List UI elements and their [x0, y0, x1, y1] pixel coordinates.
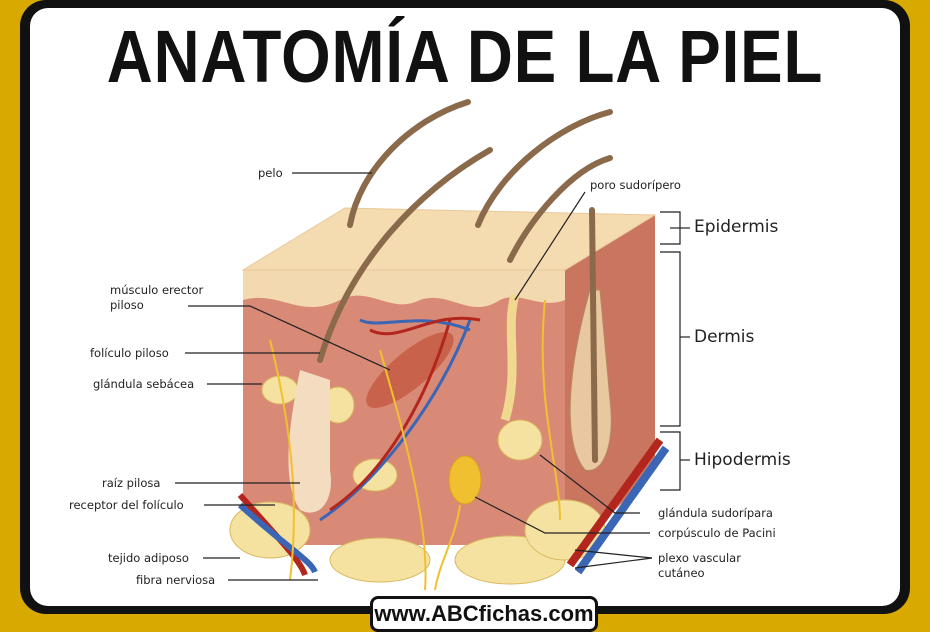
layer-hipodermis: Hipodermis	[694, 450, 791, 470]
label-poro: poro sudorípero	[590, 178, 681, 192]
website-link[interactable]: www.ABCfichas.com	[370, 596, 598, 632]
label-fibra: fibra nerviosa	[136, 573, 216, 587]
sweat-duct	[500, 293, 520, 422]
label-musculo-erector-1: músculo erector	[110, 283, 204, 297]
pacini-corpuscle	[448, 455, 482, 505]
label-pacini: corpúsculo de Pacini	[658, 526, 776, 540]
label-adiposo: tejido adiposo	[108, 551, 189, 565]
label-pelo: pelo	[258, 166, 283, 180]
label-foliculo: folículo piloso	[90, 346, 169, 360]
layer-epidermis: Epidermis	[694, 217, 779, 237]
layer-dermis: Dermis	[694, 327, 755, 347]
nerve-fibers	[269, 299, 561, 591]
hair-follicle	[288, 370, 331, 513]
leader-lines	[175, 172, 690, 581]
label-receptor: receptor del folículo	[69, 498, 184, 512]
label-musculo-erector-2: piloso	[110, 298, 144, 312]
epidermis-layer	[243, 270, 565, 308]
hair-follicle-right	[569, 289, 612, 471]
label-glandula-sebacea: glándula sebácea	[93, 377, 195, 391]
page-title: ANATOMÍA DE LA PIEL	[106, 15, 824, 98]
label-glandula-sudoripara: glándula sudorípara	[658, 506, 773, 520]
skin-top-face	[241, 207, 657, 271]
label-plexo-1: plexo vascular	[658, 551, 741, 565]
arrector-muscle	[366, 332, 454, 408]
label-raiz: raíz pilosa	[102, 476, 161, 490]
label-plexo-2: cutáneo	[658, 566, 705, 580]
hairs	[317, 99, 613, 463]
blood-vessels	[237, 316, 670, 577]
